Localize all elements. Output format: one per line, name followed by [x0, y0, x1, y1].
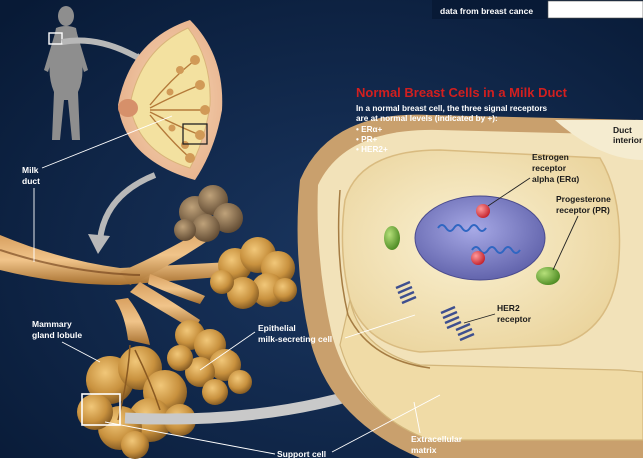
- progesterone-receptor-2: [536, 267, 560, 285]
- estrogen-receptor-2: [471, 251, 485, 265]
- lobule-label-1: Mammary: [32, 319, 72, 329]
- progesterone-label-2: receptor (PR): [556, 205, 610, 215]
- bullet-er: • ERα+: [356, 125, 383, 134]
- duct-interior-label-1: Duct: [613, 125, 632, 135]
- cell-panel: [298, 115, 643, 458]
- header-caption: data from breast cance: [440, 6, 533, 16]
- duct-interior-label-2: interior: [613, 135, 643, 145]
- milk-duct-label-1: Milk: [22, 165, 39, 175]
- bullet-pr: • PR+: [356, 135, 378, 144]
- her2-label-1: HER2: [497, 303, 520, 313]
- ecm-label-2: matrix: [411, 445, 437, 455]
- epithelial-label-1: Epithelial: [258, 323, 296, 333]
- lobule-label-2: gland lobule: [32, 330, 82, 340]
- epithelial-label-2: milk-secreting cell: [258, 334, 332, 344]
- progesterone-label-1: Progesterone: [556, 194, 611, 204]
- panel-intro-line-2: are at normal levels (indicated by +):: [356, 114, 498, 123]
- ecm-label-1: Extracellular: [411, 434, 463, 444]
- support-cell-label: Support cell: [277, 449, 326, 459]
- milk-duct-label-2: duct: [22, 176, 40, 186]
- progesterone-receptor-1: [384, 226, 400, 250]
- caption-white-box: [548, 1, 643, 18]
- bullet-her2: • HER2+: [356, 145, 388, 154]
- estrogen-receptor-1: [476, 204, 490, 218]
- her2-label-2: receptor: [497, 314, 532, 324]
- estrogen-label-2: receptor: [532, 163, 567, 173]
- panel-title: Normal Breast Cells in a Milk Duct: [356, 85, 568, 100]
- estrogen-label-1: Estrogen: [532, 152, 569, 162]
- bottom-margin: [0, 458, 643, 465]
- estrogen-label-3: alpha (ERα): [532, 174, 579, 184]
- panel-intro-line-1: In a normal breast cell, the three signa…: [356, 104, 548, 113]
